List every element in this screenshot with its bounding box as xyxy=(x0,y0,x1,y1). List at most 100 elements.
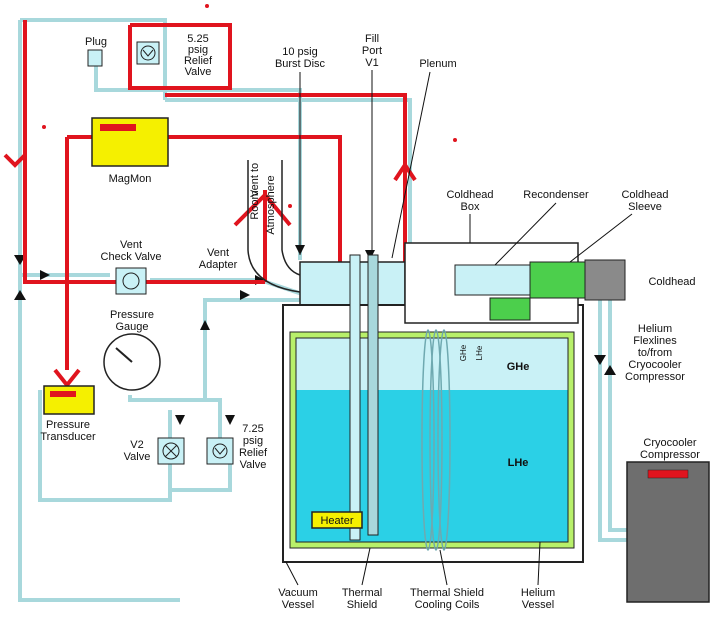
coldhead-sleeve xyxy=(529,261,591,299)
red-dot-1 xyxy=(205,4,209,8)
pipe-flex-2 xyxy=(608,300,630,532)
label-atmosphere: Atmosphere xyxy=(265,175,277,234)
pressure-gauge xyxy=(103,333,161,391)
red-arrowhead-transducer xyxy=(53,368,81,389)
red-dots xyxy=(42,4,457,208)
label-helium-flex-5: Compressor xyxy=(625,371,685,383)
label-coldhead-sleeve-1: Coldhead xyxy=(621,189,668,201)
arrow-up-gauge xyxy=(200,320,210,330)
arrow-up-flex xyxy=(604,365,616,375)
label-helium-vessel-2: Vessel xyxy=(522,599,554,611)
label-vacuum-vessel-2: Vessel xyxy=(282,599,314,611)
label-vent-check-1: Vent xyxy=(120,239,142,251)
label-heater: Heater xyxy=(320,515,353,527)
label-v2-1: V2 xyxy=(130,439,143,451)
helium-vessel-outline xyxy=(295,337,569,543)
relief-valve-525-chevron xyxy=(142,49,154,57)
label-pressure-gauge-2: Gauge xyxy=(115,321,148,333)
relief-valve-525 xyxy=(136,41,160,65)
v2-valve-icon xyxy=(162,442,180,460)
vent-adapter xyxy=(247,160,301,293)
relief-valve-725-body xyxy=(206,437,234,465)
leader-helium-vessel xyxy=(537,541,541,586)
magmon-indicator xyxy=(100,124,136,131)
label-vacuum-vessel-1: Vacuum xyxy=(278,587,318,599)
label-coldhead: Coldhead xyxy=(648,276,695,288)
label-coldhead-sleeve-2: Sleeve xyxy=(628,201,662,213)
label-thermal-shield-2: Shield xyxy=(347,599,378,611)
label-vent-adapter-1: Vent xyxy=(207,247,229,259)
arrow-right-vent xyxy=(40,270,50,280)
vent-check-valve xyxy=(115,267,147,295)
leader-coldhead-sleeve xyxy=(569,213,633,263)
leader-vacuum xyxy=(285,561,299,586)
label-fill-3: V1 xyxy=(365,57,378,69)
leader-thermal xyxy=(361,547,371,586)
relief-valve-525-icon xyxy=(140,45,156,61)
pipe-relief725 xyxy=(170,460,232,492)
labels: Plug 5.25 psig Relief Valve 10 psig Burs… xyxy=(40,33,700,611)
cooling-coils xyxy=(421,329,451,551)
label-vent-to: Vent to xyxy=(249,163,261,197)
label-relief725-1: 7.25 xyxy=(242,423,263,435)
label-relief725-3: Relief xyxy=(239,447,268,459)
pressure-transducer-box xyxy=(43,385,95,415)
label-ghe: GHe xyxy=(507,361,530,373)
label-coldhead-box-1: Coldhead xyxy=(446,189,493,201)
label-burst-2: Burst Disc xyxy=(275,58,326,70)
cryostat xyxy=(282,254,584,563)
fill-port-tube xyxy=(367,254,379,536)
label-coldhead-box-2: Box xyxy=(461,201,480,213)
relief-valve-525-body xyxy=(136,41,160,65)
coil-3 xyxy=(437,329,451,551)
label-cooling-coils-2: Cooling Coils xyxy=(415,599,480,611)
leader-recondenser xyxy=(494,202,557,266)
vent-check-valve-icon xyxy=(122,272,140,290)
label-fill-1: Fill xyxy=(365,33,379,45)
label-fill-2: Port xyxy=(362,45,382,57)
pipe-top-loop xyxy=(20,18,167,100)
label-burst-1: 10 psig xyxy=(282,46,317,58)
leader-coils xyxy=(439,549,448,586)
label-plug: Plug xyxy=(85,36,107,48)
red-line-left-loop xyxy=(23,20,265,284)
label-cooling-coils-1: Thermal Shield xyxy=(410,587,484,599)
arrow-down-flex xyxy=(594,355,606,365)
cryocooler-compressor-box xyxy=(626,461,710,603)
neck-tube-1 xyxy=(349,254,361,541)
coil-1 xyxy=(421,329,435,551)
label-plenum: Plenum xyxy=(419,58,456,70)
pressure-transducer-indicator xyxy=(50,391,76,397)
label-helium-flex-3: to/from xyxy=(638,347,672,359)
label-ghe-small: GHe xyxy=(459,344,468,361)
coldhead-assembly xyxy=(404,242,626,324)
label-lhe-small: LHe xyxy=(475,345,484,360)
label-cryocooler-2: Compressor xyxy=(640,449,700,461)
label-thermal-shield-1: Thermal xyxy=(342,587,382,599)
vent-check-valve-body xyxy=(115,267,147,295)
relief-valve-725-icon xyxy=(212,443,228,459)
label-relief525-1: 5.25 xyxy=(187,33,208,45)
label-relief525-4: Valve xyxy=(185,66,212,78)
leader-lines xyxy=(285,70,633,586)
vent-adapter-right-wall xyxy=(281,160,301,276)
label-helium-vessel-1: Helium xyxy=(521,587,555,599)
red-box-relief xyxy=(128,23,232,90)
label-relief725-4: Valve xyxy=(240,459,267,471)
pipe-flex-1 xyxy=(598,300,630,542)
arrow-down-relief xyxy=(225,415,235,425)
label-recondenser: Recondenser xyxy=(523,189,589,201)
label-helium-flex-1: Helium xyxy=(638,323,672,335)
pressure-transducer xyxy=(43,385,95,415)
pipe-gauge-vertical xyxy=(203,298,300,400)
label-relief725-2: psig xyxy=(243,435,263,447)
pressure-gauge-needle xyxy=(115,347,133,363)
pipe-v2-line xyxy=(128,395,222,440)
label-vent-check-2: Check Valve xyxy=(101,251,162,263)
arrow-right-gauge xyxy=(240,290,250,300)
cryocooler-indicator xyxy=(647,469,689,479)
recondenser xyxy=(454,264,531,296)
label-relief525-3: Relief xyxy=(184,55,213,67)
